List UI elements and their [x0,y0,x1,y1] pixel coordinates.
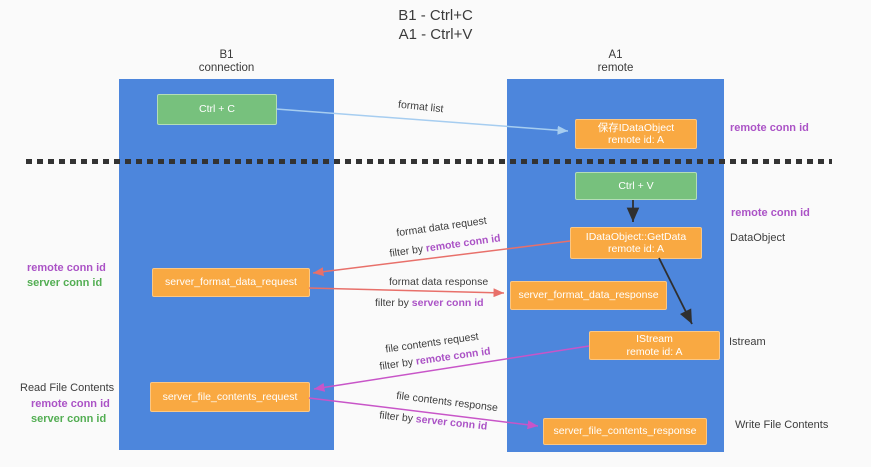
node-save-idataobject-line2: remote id: A [607,134,665,146]
right-label-istream: Istream [729,336,766,348]
edge-label-file-contents-response: file contents response [395,389,499,415]
node-ctrl-v: Ctrl + V [575,172,697,200]
node-getdata-line2: remote id: A [607,243,665,255]
remote-conn-id-text: remote conn id [425,232,502,255]
left-label-read-file-contents: Read File Contents [20,382,115,394]
node-save-idataobject-line1: 保存IDataObject [597,121,675,134]
node-istream-line2: remote id: A [626,345,683,358]
node-save-idataobject: 保存IDataObject remote id: A [575,119,697,149]
node-server-file-contents-request: server_file_contents_request [150,382,310,412]
right-label-remote-conn-id-1: remote conn id [730,122,809,134]
node-ctrl-c-label: Ctrl + C [199,103,235,116]
filter-by-text: filter by [388,242,427,260]
left-remote-conn-id-2: remote conn id [31,398,110,410]
filter-by-text: filter by [378,409,417,426]
edge-label-filter-server-conn-id-2: filter by server conn id [379,409,488,432]
node-ctrl-v-label: Ctrl + V [618,179,654,192]
left-server-conn-id-2: server conn id [31,413,107,425]
node-server-format-data-request: server_format_data_request [152,268,310,297]
lane-header-b1: B1 connection [119,49,334,75]
node-istream-line1: IStream [636,333,673,345]
node-format-request-label: server_format_data_request [165,276,297,289]
node-getdata-line1: IDataObject::GetData [585,230,687,243]
node-ctrl-c: Ctrl + C [157,94,277,125]
node-format-response-label: server_format_data_response [518,289,659,302]
title-line-1: B1 - Ctrl+C [398,7,473,24]
section-divider-dashed-line [26,159,832,164]
edge-label-format-data-response: format data response [389,276,489,288]
edge-label-filter-server-conn-id-1: filter by server conn id [375,297,484,309]
lane-header-a1: A1 remote [507,49,724,75]
node-server-file-contents-response: server_file_contents_response [543,418,707,445]
left-remote-conn-id-1: remote conn id [27,262,106,274]
node-file-request-label: server_file_contents_request [162,390,298,403]
server-conn-id-text: server conn id [411,297,484,309]
left-label-conn-ids-1: remote conn id server conn id [27,261,106,291]
arrow-format-data-response [308,287,505,298]
right-label-write-file-contents: Write File Contents [735,419,829,431]
left-server-conn-id-1: server conn id [27,277,103,289]
right-label-dataobject: DataObject [730,232,786,244]
lane-a1-subtitle: remote [597,62,634,74]
filter-by-text: filter by [378,355,417,373]
left-label-conn-ids-2: remote conn id server conn id [31,397,110,427]
node-file-response-label: server_file_contents_response [553,425,697,438]
lane-b1-title: B1 [219,49,234,61]
edge-label-format-list: format list [397,98,445,116]
lane-b1-subtitle: connection [198,62,255,74]
node-idataobject-getdata: IDataObject::GetData remote id: A [570,227,702,259]
filter-by-text: filter by [375,297,412,309]
title-line-2: A1 - Ctrl+V [398,26,473,43]
lane-a1-title: A1 [608,49,623,61]
server-conn-id-text: server conn id [415,413,488,433]
node-istream: IStream remote id: A [589,331,720,360]
diagram-title: B1 - Ctrl+C A1 - Ctrl+V [0,6,871,44]
node-server-format-data-response: server_format_data_response [510,281,667,310]
right-label-remote-conn-id-2: remote conn id [731,207,810,219]
